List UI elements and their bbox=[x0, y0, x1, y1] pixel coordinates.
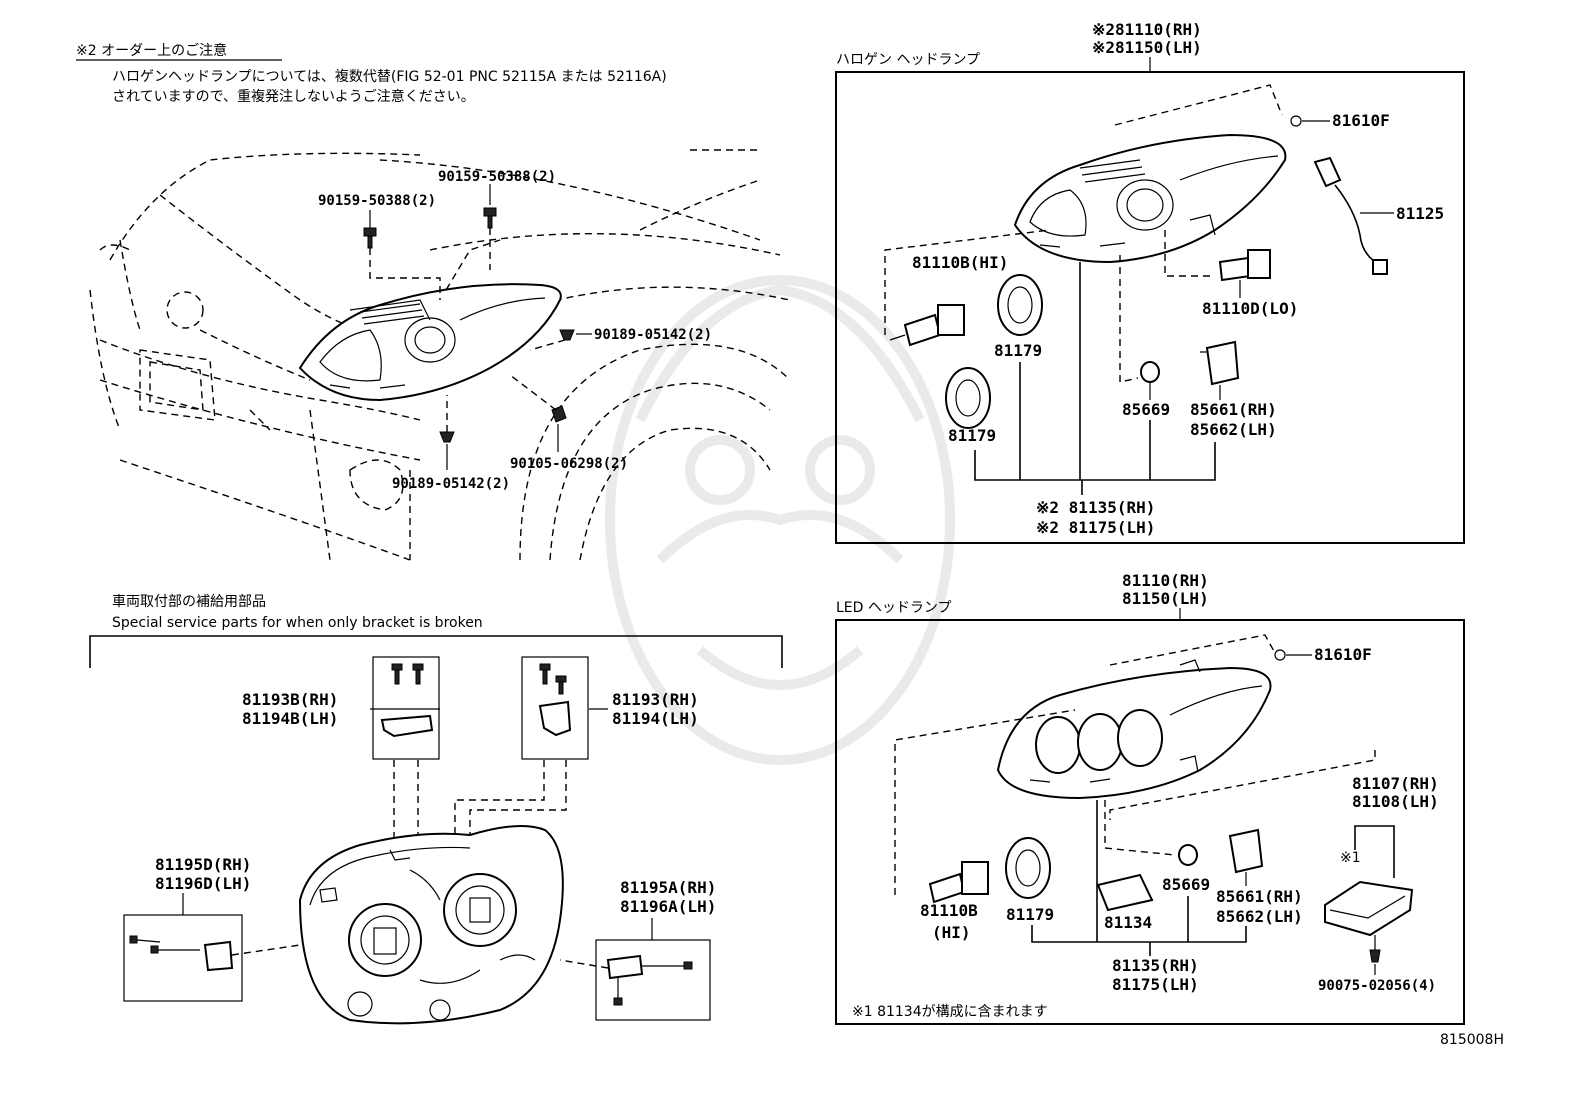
label-81175-lh-led: 81175(LH) bbox=[1112, 975, 1199, 994]
cover-icon-led bbox=[1005, 837, 1051, 899]
label-85661-rh-led: 85661(RH) bbox=[1216, 887, 1303, 906]
led-headlamp-panel: LED ヘッドランプ 81110(RH) 81150(LH) 81610F 81… bbox=[835, 571, 1465, 1025]
callout-90159-50388-center: 90159-50388(2) bbox=[438, 169, 556, 185]
label-81193-rh: 81193(RH) bbox=[612, 690, 699, 709]
label-81179-led: 81179 bbox=[1006, 905, 1054, 924]
label-81179-upper: 81179 bbox=[994, 341, 1042, 360]
bracket-81195a-part bbox=[606, 954, 644, 980]
callout-90159-50388-left: 90159-50388(2) bbox=[318, 193, 436, 209]
order-note: ※2 オーダー上のご注意 ハロゲンヘッドランプについては、複数代替(FIG 52… bbox=[76, 42, 667, 105]
screw-icon-led bbox=[1369, 949, 1381, 963]
bracket-title-en: Special service parts for when only brac… bbox=[112, 615, 483, 631]
label-85669-led: 85669 bbox=[1162, 875, 1210, 894]
label-85662-lh-halogen: 85662(LH) bbox=[1190, 420, 1277, 439]
cover-icon-upper bbox=[997, 274, 1043, 336]
car-front-illustration: 90159-50388(2) 90159-50388(2) 90189-0514… bbox=[89, 149, 791, 561]
screw-icon-bottom bbox=[439, 431, 455, 443]
halogen-headlamp-assembly bbox=[1013, 133, 1287, 264]
label-81110b-hi: 81110B(HI) bbox=[912, 253, 1008, 272]
ring-icon-led bbox=[1178, 844, 1198, 866]
screw-icon-right bbox=[559, 329, 575, 341]
bolt-icon-left bbox=[363, 227, 377, 249]
watermark-emblem bbox=[605, 275, 955, 765]
halogen-headlamp-panel: ハロゲン ヘッドランプ ※281110(RH) ※281150(LH) 8161… bbox=[835, 20, 1465, 544]
figure-id: 815008H bbox=[1440, 1032, 1504, 1048]
label-81175-lh-halogen: ※2 81175(LH) bbox=[1036, 518, 1155, 537]
label-81194b-lh: 81194B(LH) bbox=[242, 709, 338, 728]
label-81107-rh: 81107(RH) bbox=[1352, 774, 1439, 793]
headlamp-rear-view bbox=[298, 825, 564, 1025]
screw-icon-box1 bbox=[391, 663, 424, 685]
bulb-icon-lo bbox=[1218, 249, 1271, 282]
bulb-icon-hi bbox=[889, 304, 965, 347]
order-note-line2: されていますので、重複発注しないようご注意ください。 bbox=[112, 88, 475, 105]
label-81195d-rh: 81195D(RH) bbox=[155, 855, 251, 874]
bracket-81193b-part bbox=[380, 714, 434, 738]
screw-icon-box2 bbox=[539, 663, 567, 695]
computer-icon bbox=[1324, 880, 1414, 937]
actuator-icon-led bbox=[1228, 828, 1264, 874]
led-panel-title: LED ヘッドランプ bbox=[836, 600, 951, 616]
label-81196a-lh: 81196A(LH) bbox=[620, 897, 716, 916]
bracket-box-81193b bbox=[372, 656, 440, 760]
label-81179-lower: 81179 bbox=[948, 426, 996, 445]
cover-icon-lower bbox=[945, 367, 991, 429]
gasket-icon bbox=[1096, 873, 1154, 912]
label-90075-02056: 90075-02056(4) bbox=[1318, 978, 1436, 994]
label-81610f-halogen: 81610F bbox=[1332, 111, 1390, 130]
led-footnote: ※1 81134が構成に含まれます bbox=[852, 1004, 1048, 1020]
label-81110-rh-led: 81110(RH) bbox=[1122, 571, 1209, 590]
label-81193b-rh: 81193B(RH) bbox=[242, 690, 338, 709]
label-81110-rh: ※281110(RH) bbox=[1092, 20, 1202, 39]
callout-90189-05142-bottom: 90189-05142(2) bbox=[392, 476, 510, 492]
order-note-title: ※2 オーダー上のご注意 bbox=[76, 42, 227, 59]
led-headlamp-assembly bbox=[996, 659, 1272, 800]
label-81110d-lo: 81110D(LO) bbox=[1202, 299, 1298, 318]
order-note-line1: ハロゲンヘッドランプについては、複数代替(FIG 52-01 PNC 52115… bbox=[112, 68, 667, 85]
label-81195a-rh: 81195A(RH) bbox=[620, 878, 716, 897]
callout-90105-06298: 90105-06298(2) bbox=[510, 456, 628, 472]
ring-icon-halogen bbox=[1140, 361, 1160, 383]
harness-connector-icon bbox=[1313, 156, 1342, 188]
bracket-81195d-part bbox=[203, 940, 234, 972]
label-81108-lh: 81108(LH) bbox=[1352, 792, 1439, 811]
bracket-title-jp: 車両取付部の補給用部品 bbox=[112, 593, 266, 610]
label-81150-lh: ※281150(LH) bbox=[1092, 38, 1202, 57]
screw-icon-box3 bbox=[129, 935, 200, 954]
label-81125: 81125 bbox=[1396, 204, 1444, 223]
bulb-icon-led-hi bbox=[928, 861, 989, 904]
actuator-icon-halogen bbox=[1200, 340, 1240, 386]
bracket-section: 車両取付部の補給用部品 Special service parts for wh… bbox=[89, 593, 783, 1025]
label-81196d-lh: 81196D(LH) bbox=[155, 874, 251, 893]
label-81135-rh-halogen: ※2 81135(RH) bbox=[1036, 498, 1155, 517]
bolt-icon-center bbox=[483, 207, 497, 229]
bracket-81193-part bbox=[538, 700, 572, 737]
screw-icon-box4 bbox=[613, 961, 693, 1006]
label-81150-lh-led: 81150(LH) bbox=[1122, 589, 1209, 608]
mark-1: ※1 bbox=[1340, 850, 1361, 866]
label-hi-led: (HI) bbox=[932, 923, 971, 942]
callout-90189-05142-right: 90189-05142(2) bbox=[594, 327, 712, 343]
bracket-box-81195a bbox=[595, 939, 711, 1021]
label-81610f-led: 81610F bbox=[1314, 645, 1372, 664]
label-85669-halogen: 85669 bbox=[1122, 400, 1170, 419]
label-81110b-led: 81110B bbox=[920, 901, 978, 920]
halogen-panel-title: ハロゲン ヘッドランプ bbox=[836, 52, 980, 68]
led-panel-frame bbox=[835, 619, 1465, 1025]
label-85661-rh-halogen: 85661(RH) bbox=[1190, 400, 1277, 419]
bracket-box-81193 bbox=[521, 656, 589, 760]
label-81194-lh: 81194(LH) bbox=[612, 709, 699, 728]
label-81134: 81134 bbox=[1104, 913, 1152, 932]
label-85662-lh-led: 85662(LH) bbox=[1216, 907, 1303, 926]
label-81135-rh-led: 81135(RH) bbox=[1112, 956, 1199, 975]
